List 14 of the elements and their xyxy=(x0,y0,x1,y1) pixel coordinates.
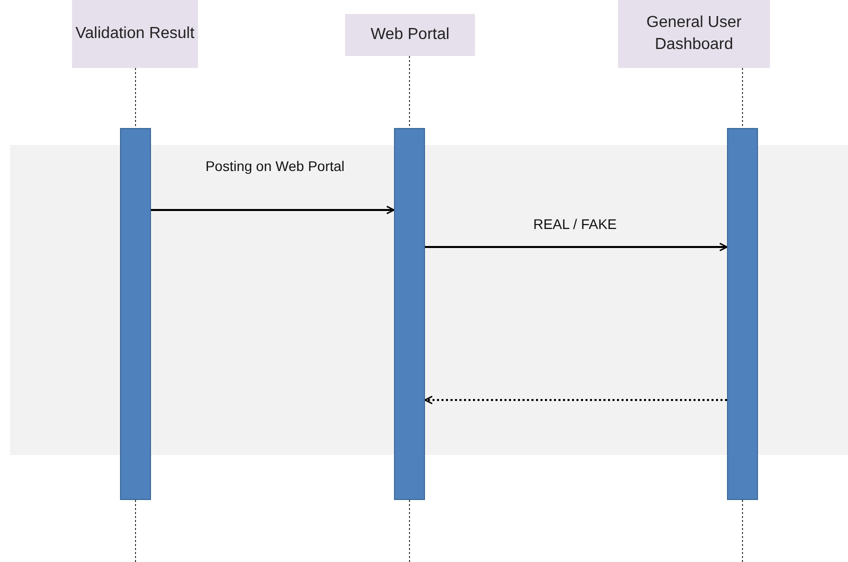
message-arrow xyxy=(425,242,728,252)
activation-bar xyxy=(120,128,151,500)
participant-box: Web Portal xyxy=(345,14,475,56)
message-arrow xyxy=(151,206,395,214)
activation-bar xyxy=(727,128,758,500)
edge-label: Posting on Web Portal xyxy=(205,157,345,176)
participant-box: General User Dashboard xyxy=(618,0,770,68)
edge-label: REAL / FAKE xyxy=(532,215,618,234)
lifeline xyxy=(742,68,743,128)
activation-bar xyxy=(394,128,425,500)
lifeline xyxy=(409,56,410,128)
participant-box: Validation Result xyxy=(72,0,198,68)
lifeline xyxy=(135,68,136,128)
return-arrow xyxy=(424,396,727,404)
